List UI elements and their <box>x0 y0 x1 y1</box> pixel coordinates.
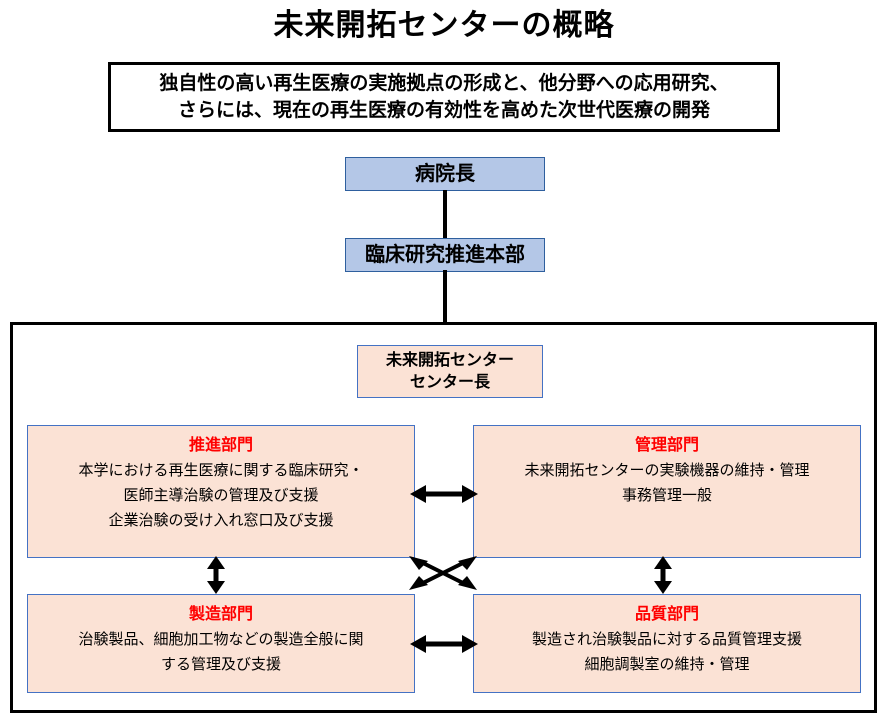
double-arrow-cross-icon <box>409 556 477 590</box>
connector-line-hq-to-center <box>443 270 447 345</box>
mission-statement-box: 独自性の高い再生医療の実施拠点の形成と、他分野への応用研究、 さらには、現在の再… <box>108 62 780 132</box>
box-department-management: 管理部門 未来開拓センターの実験機器の維持・管理 事務管理一般 <box>473 425 861 558</box>
mission-line-2: さらには、現在の再生医療の有効性を高めた次世代医療の開発 <box>177 100 710 121</box>
department-promotion-line-3: 企業治験の受け入れ窓口及び支援 <box>108 512 334 529</box>
page-title: 未来開拓センターの概略 <box>273 9 615 42</box>
department-management-line-1: 未来開拓センターの実験機器の維持・管理 <box>524 462 810 479</box>
department-manufacturing-title: 製造部門 <box>188 606 253 623</box>
double-arrow-vertical-icon-left <box>207 556 225 594</box>
connector-line-director-to-hq <box>443 190 447 239</box>
mission-line-1: 独自性の高い再生医療の実施拠点の形成と、他分野への応用研究、 <box>159 73 729 94</box>
double-arrow-vertical-icon-right <box>654 556 672 594</box>
department-manufacturing-line-1: 治験製品、細胞加工物などの製造全般に関 <box>78 631 364 648</box>
department-management-line-2: 事務管理一般 <box>621 487 712 504</box>
double-arrow-horizontal-icon-bottom <box>410 635 478 653</box>
center-director-line-1: 未来開拓センター <box>385 351 514 369</box>
box-department-quality: 品質部門 製造され治験製品に対する品質管理支援 細胞調製室の維持・管理 <box>473 594 861 693</box>
department-promotion-line-1: 本学における再生医療に関する臨床研究・ <box>78 462 364 479</box>
box-clinical-research-headquarters: 臨床研究推進本部 <box>345 238 545 272</box>
center-director-line-2: センター長 <box>409 373 490 391</box>
department-promotion-line-2: 医師主導治験の管理及び支援 <box>123 487 319 504</box>
double-arrow-horizontal-icon-top <box>410 485 478 503</box>
department-quality-title: 品質部門 <box>634 606 699 623</box>
department-promotion-title: 推進部門 <box>188 437 253 454</box>
department-quality-line-1: 製造され治験製品に対する品質管理支援 <box>531 631 802 648</box>
box-hospital-director: 病院長 <box>345 157 545 191</box>
box-department-manufacturing: 製造部門 治験製品、細胞加工物などの製造全般に関 する管理及び支援 <box>27 594 415 693</box>
box-department-promotion: 推進部門 本学における再生医療に関する臨床研究・ 医師主導治験の管理及び支援 企… <box>27 425 415 558</box>
department-manufacturing-line-2: する管理及び支援 <box>160 656 281 673</box>
box-center-director: 未来開拓センター センター長 <box>357 345 543 398</box>
department-quality-line-2: 細胞調製室の維持・管理 <box>584 656 750 673</box>
department-management-title: 管理部門 <box>634 437 699 454</box>
